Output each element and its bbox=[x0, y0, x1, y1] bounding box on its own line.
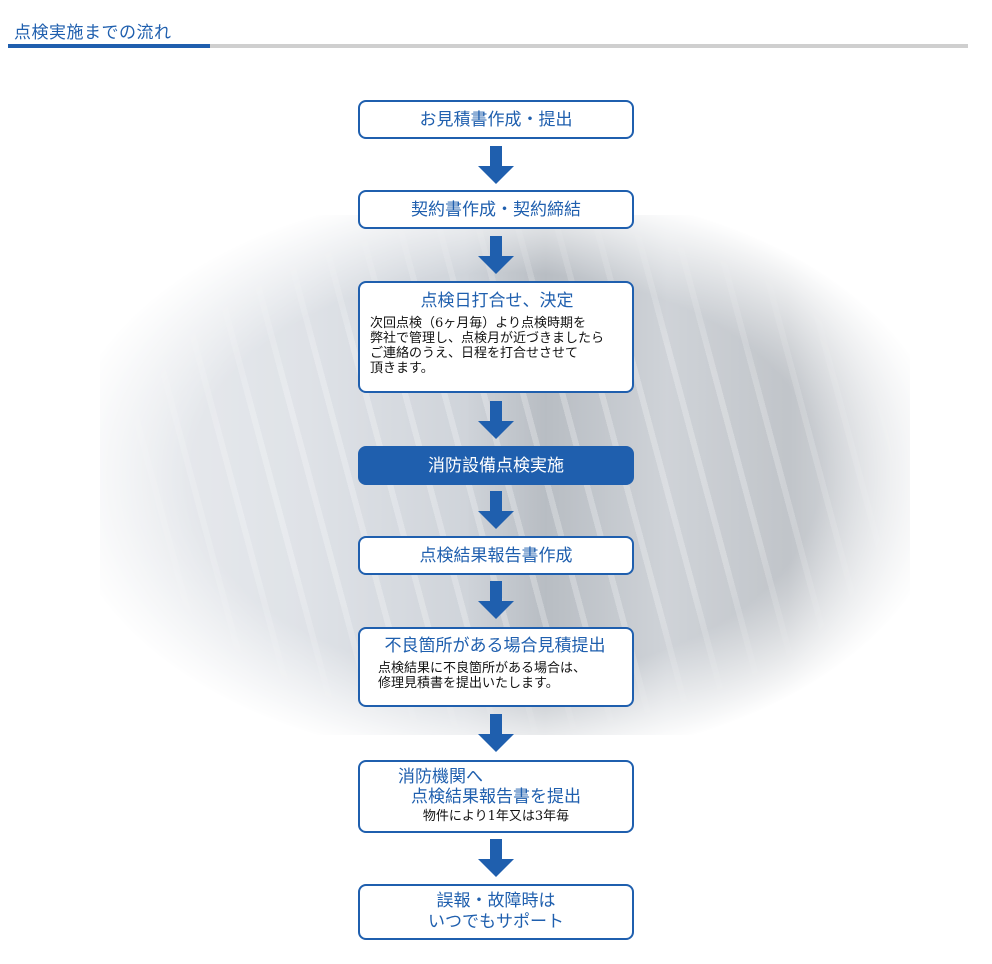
step-title: 消防設備点検実施 bbox=[428, 456, 564, 476]
step-repair-estimate: 不良箇所がある場合見積提出 点検結果に不良箇所がある場合は、 修理見積書を提出い… bbox=[358, 627, 634, 707]
step-schedule: 点検日打合せ、決定 次回点検（6ヶ月毎）より点検時期を 弊社で管理し、点検月が近… bbox=[358, 281, 634, 393]
step-title: お見積書作成・提出 bbox=[419, 110, 573, 130]
down-arrow-icon bbox=[478, 146, 514, 184]
step-title-line1: 消防機関へ bbox=[398, 767, 483, 787]
step-estimate: お見積書作成・提出 bbox=[358, 100, 634, 139]
down-arrow-icon bbox=[478, 236, 514, 274]
step-detail-line: 修理見積書を提出いたします。 bbox=[378, 676, 559, 691]
step-report: 点検結果報告書作成 bbox=[358, 536, 634, 575]
step-submit-fire-dept: 消防機関へ 点検結果報告書を提出 物件により1年又は3年毎 bbox=[358, 760, 634, 833]
step-detail-line: 物件により1年又は3年毎 bbox=[422, 809, 570, 824]
down-arrow-icon bbox=[478, 491, 514, 529]
down-arrow-icon bbox=[478, 714, 514, 752]
page-title: 点検実施までの流れ bbox=[14, 23, 172, 43]
step-title: 点検結果報告書作成 bbox=[419, 546, 573, 566]
step-detail-line: 頂きます。 bbox=[370, 361, 434, 376]
step-title: 契約書作成・契約締結 bbox=[411, 200, 581, 220]
title-divider-accent bbox=[8, 44, 210, 48]
step-detail-line: 弊社で管理し、点検月が近づきましたら bbox=[370, 331, 605, 346]
step-detail-line: 次回点検（6ヶ月毎）より点検時期を bbox=[370, 316, 587, 331]
step-support: 誤報・故障時は いつでもサポート bbox=[358, 884, 634, 940]
down-arrow-icon bbox=[478, 401, 514, 439]
down-arrow-icon bbox=[478, 839, 514, 877]
step-contract: 契約書作成・契約締結 bbox=[358, 190, 634, 229]
down-arrow-icon bbox=[478, 581, 514, 619]
step-title-line2: 点検結果報告書を提出 bbox=[411, 787, 581, 807]
step-title-line2: いつでもサポート bbox=[428, 912, 564, 932]
step-detail: 次回点検（6ヶ月毎）より点検時期を 弊社で管理し、点検月が近づきましたら ご連絡… bbox=[370, 316, 624, 376]
step-detail-line: ご連絡のうえ、日程を打合せさせて bbox=[370, 346, 579, 361]
title-divider bbox=[8, 44, 968, 48]
step-title-line1: 誤報・故障時は bbox=[436, 891, 556, 911]
step-inspection: 消防設備点検実施 bbox=[358, 446, 634, 485]
step-detail: 点検結果に不良箇所がある場合は、 修理見積書を提出いたします。 bbox=[378, 661, 626, 691]
step-title: 点検日打合せ、決定 bbox=[420, 291, 574, 311]
step-detail-line: 点検結果に不良箇所がある場合は、 bbox=[378, 661, 587, 676]
step-title: 不良箇所がある場合見積提出 bbox=[384, 636, 606, 656]
